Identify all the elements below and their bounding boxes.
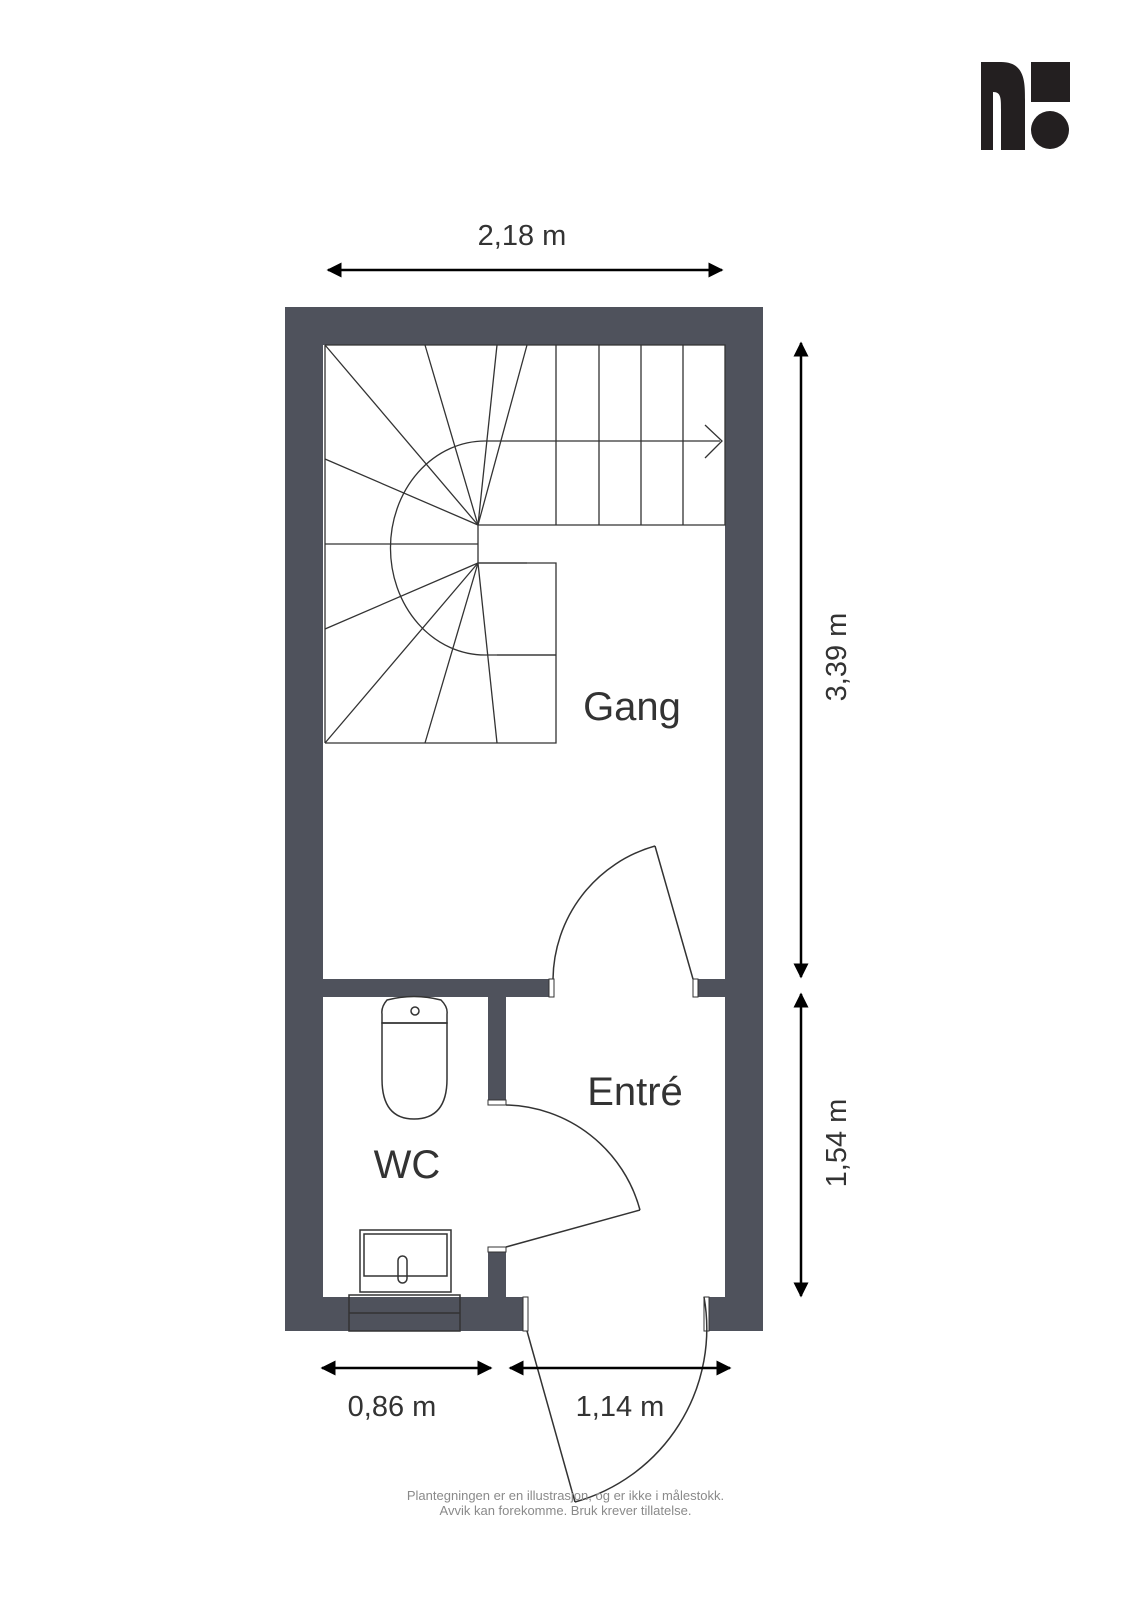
dimension-label-top: 2,18 m <box>478 220 567 252</box>
disclaimer: Plantegningen er en illustrasjon, og er … <box>0 1488 1131 1518</box>
door-swing-gang <box>552 845 656 980</box>
brand-logo-mark <box>981 62 1070 150</box>
toilet-icon <box>381 995 448 1120</box>
door-leaf-entrance <box>526 1330 576 1503</box>
dimension-lines <box>320 262 809 1376</box>
dimension-label-right-upper: 3,39 m <box>821 613 853 702</box>
door-jambs <box>487 978 710 1332</box>
room-label-entre: Entré <box>587 1070 683 1114</box>
door-leaf-gang <box>654 845 694 980</box>
door-swing-entrance <box>574 1296 708 1503</box>
dimension-label-bottom-left: 0,86 m <box>348 1391 437 1423</box>
disclaimer-line-1: Plantegningen er en illustrasjon, og er … <box>406 1488 725 1503</box>
doors <box>505 845 708 1503</box>
disclaimer-line-2: Avvik kan forekomme. Bruk krever tillate… <box>439 1503 692 1518</box>
sink-icon <box>348 1229 461 1332</box>
room-label-gang: Gang <box>583 685 681 729</box>
staircase <box>324 344 726 744</box>
dimension-label-right-lower: 1,54 m <box>821 1099 853 1188</box>
walls <box>285 307 763 1331</box>
door-swing-wc <box>505 1104 641 1211</box>
room-label-wc: WC <box>374 1143 441 1187</box>
dimension-label-bottom-right: 1,14 m <box>576 1391 665 1423</box>
door-leaf-wc <box>505 1209 641 1248</box>
